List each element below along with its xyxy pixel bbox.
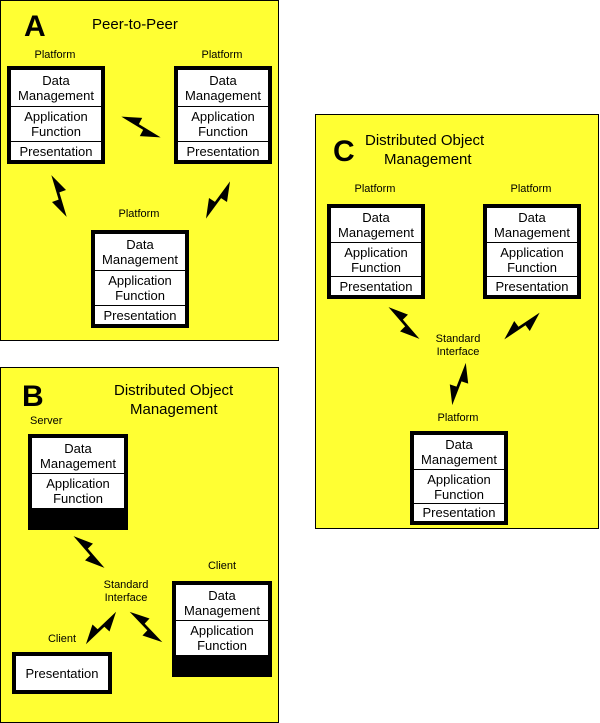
panel-c xyxy=(315,114,599,529)
presentation-layer: Presentation xyxy=(495,278,569,294)
panel-b-letter: B xyxy=(22,380,44,413)
presentation-layer: Presentation xyxy=(19,143,93,159)
panel-c-title-line2: Management xyxy=(384,151,472,168)
panel-a-letter: A xyxy=(24,10,46,43)
standard-interface-label: Standard Interface xyxy=(435,333,481,358)
platform-label: Platform xyxy=(34,49,76,61)
panel-b-title-line2: Management xyxy=(130,401,218,418)
platform-label: Platform xyxy=(118,208,160,220)
empty-layer xyxy=(32,509,124,526)
presentation-layer: Presentation xyxy=(25,665,99,681)
server-label: Server xyxy=(30,415,63,427)
platform-label: Platform xyxy=(510,183,552,195)
platform-label: Platform xyxy=(354,183,396,195)
presentation-layer: Presentation xyxy=(186,143,260,159)
client-label: Client xyxy=(47,633,77,645)
presentation-layer: Presentation xyxy=(422,505,496,520)
platform-label: Platform xyxy=(437,412,479,424)
empty-layer xyxy=(176,656,268,673)
platform-label: Platform xyxy=(201,49,243,61)
panel-c-title-line1: Distributed Object xyxy=(365,132,485,149)
panel-c-letter: C xyxy=(333,135,355,168)
client-label: Client xyxy=(207,560,237,572)
client-presentation-box: Presentation xyxy=(12,652,112,694)
presentation-layer: Presentation xyxy=(339,278,413,294)
panel-b-title-line1: Distributed Object xyxy=(114,382,234,399)
standard-interface-label: Standard Interface xyxy=(103,579,149,604)
presentation-layer: Presentation xyxy=(103,307,177,323)
panel-a-title: Peer-to-Peer xyxy=(92,16,178,33)
